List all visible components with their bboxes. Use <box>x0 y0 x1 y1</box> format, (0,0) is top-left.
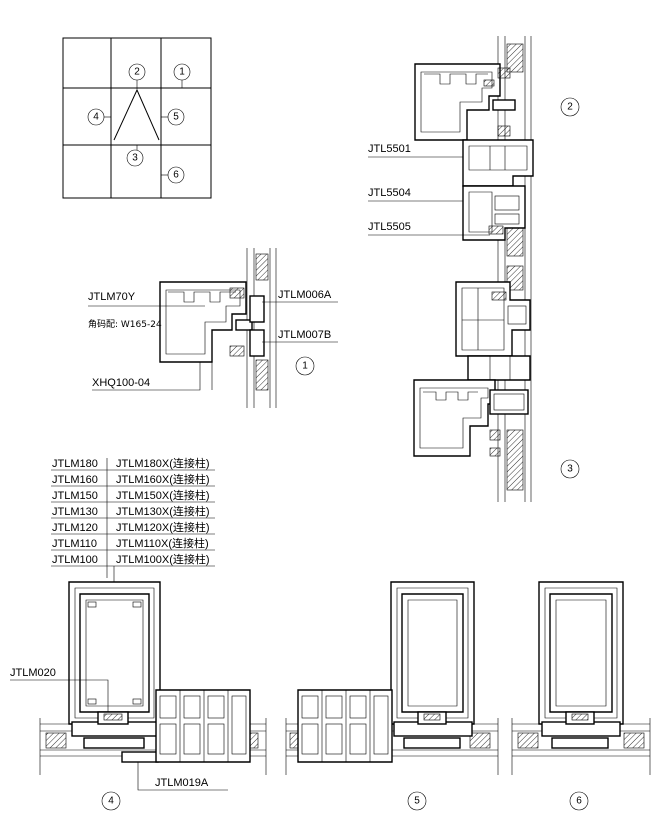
key-marker-4: 4 <box>87 108 111 126</box>
table-row-right: JTLM150X(连接柱) <box>116 488 210 502</box>
table-row-left: JTLM120 <box>52 522 98 534</box>
svg-text:4: 4 <box>93 112 99 123</box>
table-row-left: JTLM150 <box>52 490 98 502</box>
table-row-left: JTLM160 <box>52 474 98 486</box>
section-marker-1: 1 <box>295 356 315 376</box>
label-corner-key: 角码配: W165-24 <box>88 318 162 330</box>
mullion-table: JTLM180 JTLM180X(连接柱) JTLM160 JTLM160X(连… <box>51 456 215 578</box>
table-row-right: JTLM180X(连接柱) <box>116 456 210 470</box>
label-jtlm70y: JTLM70Y <box>88 291 136 303</box>
section-marker-3: 3 <box>560 459 580 479</box>
svg-text:1: 1 <box>179 67 185 78</box>
table-row-right: JTLM110X(连接柱) <box>116 536 209 550</box>
section-marker-5: 5 <box>407 791 427 811</box>
label-jtl5501: JTL5501 <box>368 143 411 155</box>
key-marker-5: 5 <box>161 108 185 126</box>
key-marker-2: 2 <box>128 63 146 90</box>
label-jtl5505: JTL5505 <box>368 221 411 233</box>
svg-text:5: 5 <box>173 112 179 123</box>
section-2: JTL5501 JTL5504 JTL5505 2 <box>368 36 580 262</box>
table-row-left: JTLM110 <box>52 538 97 550</box>
table-row-right: JTLM130X(连接柱) <box>116 504 210 518</box>
section-1: JTLM70Y 角码配: W165-24 XHQ100-04 JTLM006A … <box>88 248 338 408</box>
svg-text:6: 6 <box>576 796 582 807</box>
svg-text:2: 2 <box>134 67 140 78</box>
key-marker-3: 3 <box>126 145 144 167</box>
section-3: 3 <box>413 262 580 502</box>
label-jtl5504: JTL5504 <box>368 187 411 199</box>
label-jtlm006a: JTLM006A <box>278 289 332 301</box>
svg-text:1: 1 <box>302 361 308 372</box>
label-xhq100-04: XHQ100-04 <box>92 377 150 389</box>
section-marker-6: 6 <box>569 791 589 811</box>
label-jtlm007b: JTLM007B <box>278 329 331 341</box>
svg-text:3: 3 <box>132 153 138 164</box>
section-4: JTLM020 JTLM019A 4 <box>10 566 267 811</box>
svg-text:5: 5 <box>414 796 420 807</box>
key-marker-6: 6 <box>161 166 185 184</box>
section-6: 6 <box>511 581 651 811</box>
section-marker-4: 4 <box>101 791 121 811</box>
svg-text:3: 3 <box>567 464 573 475</box>
svg-text:2: 2 <box>567 102 573 113</box>
table-row-right: JTLM160X(连接柱) <box>116 472 210 486</box>
table-row-right: JTLM120X(连接柱) <box>116 520 210 534</box>
table-row-right: JTLM100X(连接柱) <box>116 552 210 566</box>
key-marker-1: 1 <box>173 63 191 88</box>
section-5: 5 <box>285 581 499 811</box>
table-row-left: JTLM180 <box>52 458 98 470</box>
svg-text:4: 4 <box>108 796 114 807</box>
table-row-left: JTLM100 <box>52 554 98 566</box>
label-jtlm019a: JTLM019A <box>155 777 209 789</box>
svg-text:6: 6 <box>173 170 179 181</box>
table-row-left: JTLM130 <box>52 506 98 518</box>
key-plan: 1 2 3 4 5 6 <box>62 37 212 199</box>
label-jtlm020: JTLM020 <box>10 667 56 679</box>
section-marker-2: 2 <box>560 97 580 117</box>
